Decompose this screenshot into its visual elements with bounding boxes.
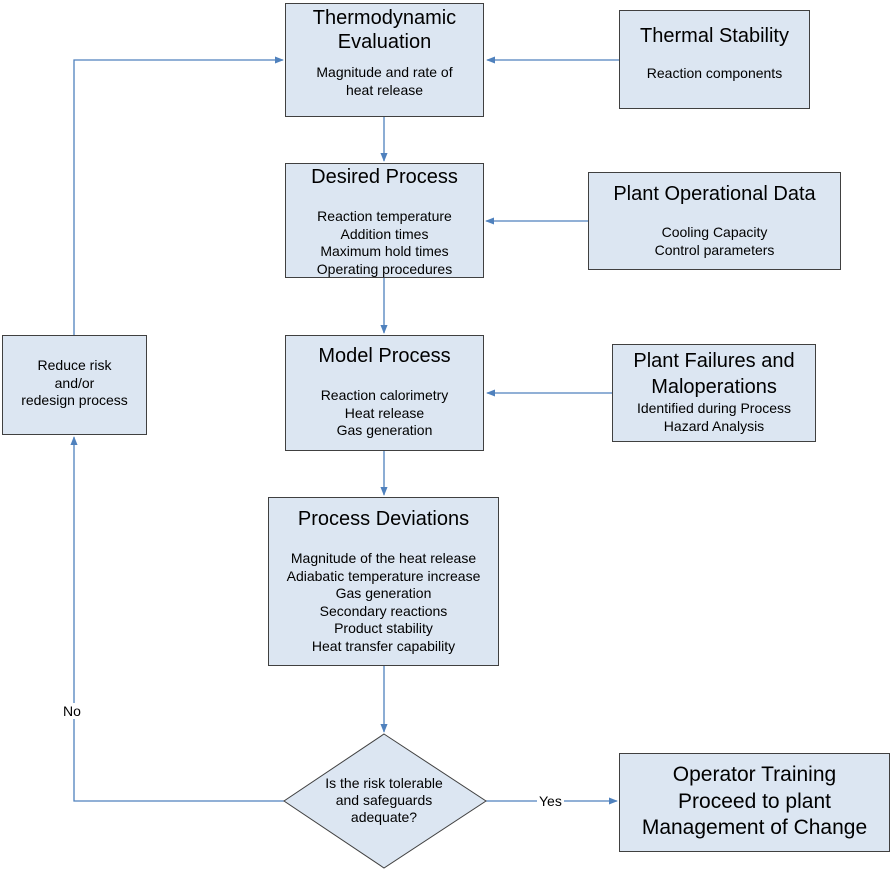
node-text: Product stability xyxy=(334,620,433,636)
node-text: Reaction components xyxy=(646,65,783,81)
decision-line: and safeguards xyxy=(335,792,433,808)
node-title: Proceed to plant xyxy=(678,789,831,813)
node-title: Desired Process xyxy=(311,166,458,188)
node-text: Hazard Analysis xyxy=(663,417,765,434)
node-text: Cooling Capacity xyxy=(661,224,768,240)
node-title: Thermodynamic xyxy=(312,7,457,29)
node-title: Plant Operational Data xyxy=(613,183,816,205)
plant-operational-data-node: Plant Operational Data Cooling Capacity … xyxy=(588,172,841,270)
plant-failures-node: Plant Failures and Maloperations Identif… xyxy=(612,344,816,442)
node-text: Gas generation xyxy=(335,585,432,601)
node-text: Control parameters xyxy=(654,241,775,258)
node-title: Model Process xyxy=(318,345,451,367)
edge-label-no: No xyxy=(63,703,81,719)
node-text: Heat release xyxy=(344,404,425,421)
node-text: Magnitude of the heat release xyxy=(290,550,477,566)
node-text: Heat transfer capability xyxy=(311,637,456,654)
node-text: Addition times xyxy=(340,225,429,242)
node-text: Adiabatic temperature increase xyxy=(286,567,481,584)
decision-diamond xyxy=(283,733,487,869)
node-title: Maloperations xyxy=(651,376,777,398)
node-title: Process Deviations xyxy=(297,508,470,530)
node-title: Operator Training xyxy=(672,763,837,786)
node-text: Reaction calorimetry xyxy=(320,387,449,403)
node-text: Reaction temperature xyxy=(317,208,452,224)
model-process-node: Model Process Reaction calorimetry Heat … xyxy=(285,335,484,451)
decision-line: Is the risk tolerable xyxy=(325,775,443,791)
arrow-reduce-to-thermo xyxy=(73,56,284,335)
decision-line: adequate? xyxy=(350,809,418,825)
node-title: Thermal Stability xyxy=(640,25,789,47)
node-title: Evaluation xyxy=(337,31,432,53)
node-title: Plant Failures and xyxy=(633,350,795,372)
node-title: Management of Change xyxy=(641,816,868,839)
reduce-risk-node: Reduce risk and/or redesign process xyxy=(2,335,147,435)
node-text: Operating procedures xyxy=(316,260,453,277)
node-text: Secondary reactions xyxy=(319,602,448,619)
node-text: and/or xyxy=(54,374,95,391)
arrow-decision-no-to-reduce xyxy=(70,436,284,802)
edge-label-yes: Yes xyxy=(537,793,564,809)
thermal-stability-node: Thermal Stability Reaction components xyxy=(619,10,810,109)
node-text: Identified during Process xyxy=(636,400,792,416)
node-text: Maximum hold times xyxy=(320,243,449,259)
operator-training-node: Operator Training Proceed to plant Manag… xyxy=(619,753,890,852)
node-text: Gas generation xyxy=(336,422,433,438)
thermodynamic-evaluation-node: Thermodynamic Evaluation Magnitude and r… xyxy=(285,3,484,117)
node-text: Reduce risk xyxy=(37,357,112,373)
desired-process-node: Desired Process Reaction temperature Add… xyxy=(285,163,484,278)
decision-text: Is the risk tolerable and safeguards ade… xyxy=(304,775,464,826)
node-text: heat release xyxy=(345,81,424,98)
node-text: Magnitude and rate of xyxy=(316,64,453,80)
node-text: redesign process xyxy=(21,392,128,408)
process-deviations-node: Process Deviations Magnitude of the heat… xyxy=(268,497,499,666)
